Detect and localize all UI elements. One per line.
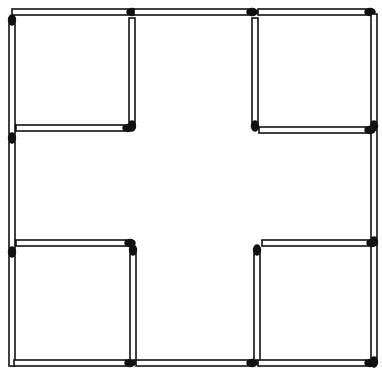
matchstick-inner-bottom-right-horizontal [262, 239, 378, 247]
matchstick-inner-top-right-horizontal [259, 126, 376, 134]
matchstick-head [8, 14, 16, 25]
matchstick-body [9, 138, 15, 252]
matchstick-left-middle-vertical [8, 132, 16, 252]
matchstick-left-bottom-vertical [8, 246, 16, 366]
matchstick-top-left-horizontal [12, 8, 138, 16]
matchstick-inner-bottom-left-vertical [129, 244, 137, 360]
matchstick-body [14, 360, 130, 366]
matchstick-body [9, 252, 15, 366]
matchstick-inner-bottom-right-vertical [253, 244, 261, 360]
matchstick-head [253, 244, 261, 255]
matchstick-head [246, 8, 257, 16]
matchstick-head [8, 246, 16, 257]
matchstick-body [258, 360, 370, 366]
matchstick-inner-top-right-vertical [251, 18, 259, 132]
matchstick-body [130, 250, 136, 360]
matchstick-body [136, 360, 252, 366]
matchstick-body [258, 9, 370, 15]
matchstick-body [9, 20, 15, 136]
matchstick-body [371, 244, 377, 362]
matchstick-head [8, 132, 16, 143]
matchstick-bottom-right-horizontal [258, 359, 376, 367]
matchstick-body [16, 240, 130, 246]
matchstick-head [364, 126, 375, 134]
matchstick-head [364, 359, 375, 367]
matchstick-body [371, 130, 377, 242]
matchstick-body [254, 250, 260, 360]
matchstick-top-right-horizontal [258, 8, 376, 16]
matchstick-body [259, 127, 370, 133]
matchstick-right-middle-vertical [370, 130, 378, 248]
matchstick-inner-top-left-horizontal [16, 124, 134, 132]
matchstick-right-bottom-vertical [370, 244, 378, 368]
matchstick-body [16, 125, 128, 131]
matchstick-inner-bottom-left-horizontal [16, 239, 136, 247]
matchstick-left-top-vertical [8, 14, 16, 136]
matchstick-right-top-vertical [370, 14, 378, 132]
matchstick-head [251, 120, 259, 131]
matchstick-inner-top-left-vertical [128, 18, 136, 132]
matchstick-head [366, 239, 377, 247]
matchstick-head [129, 244, 137, 255]
matchstick-bottom-left-horizontal [14, 359, 136, 367]
matchstick-body [134, 9, 252, 15]
matchstick-bottom-middle-horizontal [136, 359, 258, 367]
matchstick-body [12, 9, 132, 15]
matchstick-top-middle-horizontal [134, 8, 258, 16]
matchsticks-layer [8, 8, 378, 368]
matchstick-body [129, 18, 135, 126]
matchstick-body [371, 14, 377, 126]
matchstick-body [252, 18, 258, 126]
matchstick-head [122, 124, 133, 132]
matchstick-body [262, 240, 372, 246]
